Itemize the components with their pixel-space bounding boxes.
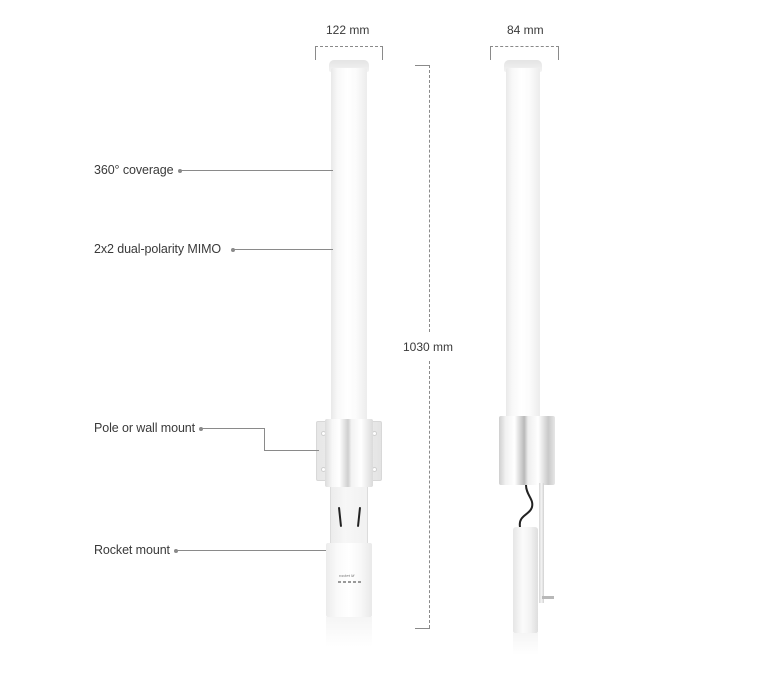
front-rocket-radio: rocket M [326, 543, 372, 617]
callout-mimo-leader [233, 249, 333, 250]
callout-mount-leader-horizontal [201, 428, 264, 429]
side-width-tick-left [490, 46, 491, 60]
height-tick-bottom [415, 628, 430, 629]
side-mount-bracket [499, 416, 555, 485]
callout-rocket-leader [176, 550, 326, 551]
led-indicator [348, 581, 351, 583]
side-rocket-radio [513, 527, 538, 633]
led-indicator [353, 581, 356, 583]
callout-mimo-label: 2x2 dual-polarity MIMO [94, 242, 222, 256]
side-mounting-rail [539, 483, 544, 603]
front-width-dimension-line [315, 46, 383, 47]
callout-mimo-dot [231, 248, 235, 252]
rocket-led-row [338, 581, 361, 583]
front-width-tick-left [315, 46, 316, 60]
rocket-logo: rocket M [339, 573, 355, 578]
side-cable [518, 485, 534, 528]
led-indicator [343, 581, 346, 583]
side-rail-foot [542, 596, 554, 599]
callout-rocket-label: Rocket mount [94, 543, 170, 557]
callout-mount-leader-end [264, 450, 319, 451]
height-dimension: 1030 mm [403, 340, 454, 354]
cable [337, 506, 343, 528]
callout-mount-dot [199, 427, 203, 431]
callout-mount-label: Pole or wall mount [94, 421, 196, 435]
callout-rocket-dot [174, 549, 178, 553]
side-width-dimension-line [490, 46, 559, 47]
front-connector-housing [330, 487, 368, 543]
front-rocket-reflection [326, 617, 372, 647]
callout-mount-leader-vertical [264, 428, 265, 450]
height-dimension-line-lower [429, 361, 430, 628]
side-antenna-radome [506, 68, 540, 423]
led-indicator [338, 581, 341, 583]
callout-coverage-leader [180, 170, 333, 171]
front-width-tick-right [382, 46, 383, 60]
callout-coverage-dot [178, 169, 182, 173]
side-width-tick-right [558, 46, 559, 60]
height-dimension-line-upper [429, 65, 430, 332]
callout-coverage-label: 360° coverage [94, 163, 174, 177]
side-width-dimension: 84 mm [507, 23, 544, 37]
height-tick-top [415, 65, 430, 66]
front-mount-sleeve [325, 419, 373, 487]
front-width-dimension: 122 mm [326, 23, 370, 37]
front-antenna-radome [331, 68, 367, 428]
led-indicator [358, 581, 361, 583]
side-rocket-reflection [513, 633, 538, 655]
cable [356, 506, 362, 528]
